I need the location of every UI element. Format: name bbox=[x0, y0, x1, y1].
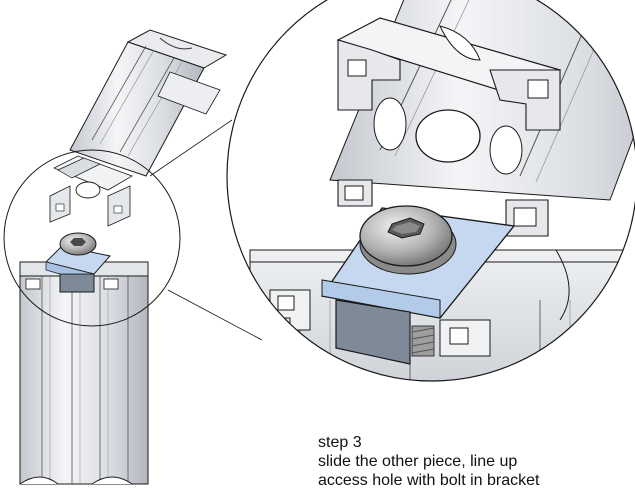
magnify-ring-small bbox=[3, 149, 181, 327]
step-number: step 3 bbox=[318, 434, 362, 451]
zoom-connector-top bbox=[149, 119, 233, 177]
detail-bolt bbox=[359, 205, 457, 275]
magnify-ring-large bbox=[226, 0, 635, 382]
upper-extrusion bbox=[69, 29, 228, 177]
zoom-connector-bottom bbox=[167, 289, 263, 341]
upper-extrusion-profile bbox=[49, 155, 133, 227]
overview-bolt bbox=[59, 232, 97, 256]
detail-view bbox=[226, 0, 635, 382]
bolt-threads bbox=[411, 325, 435, 357]
overview-assembly bbox=[3, 29, 228, 485]
step-caption: step 3 slide the other piece, line up ac… bbox=[318, 433, 633, 490]
detail-profile bbox=[336, 17, 562, 237]
step-instruction-line1: slide the other piece, line up bbox=[318, 453, 518, 470]
overview-bracket bbox=[45, 245, 111, 293]
step-instruction-line2: access hole with bolt in bracket bbox=[318, 472, 540, 489]
lower-extrusion bbox=[19, 261, 149, 485]
